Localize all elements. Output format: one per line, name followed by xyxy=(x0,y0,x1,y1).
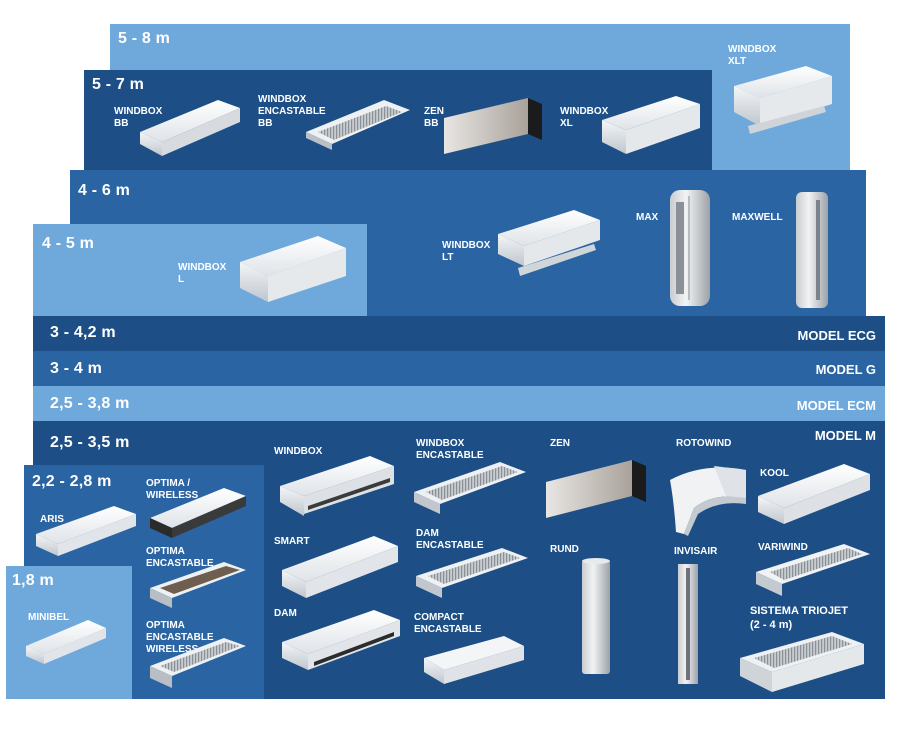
windbox-bb-image xyxy=(140,98,240,158)
band-title-2-2-2-8m: 2,2 - 2,8 m xyxy=(32,473,112,490)
windbox-xl-image xyxy=(602,94,700,156)
rund-image xyxy=(580,556,612,678)
kool-image xyxy=(758,462,870,526)
windbox-image xyxy=(280,454,394,518)
model-m-label: MODEL M xyxy=(814,428,876,443)
band-title-1-8m: 1,8 m xyxy=(12,572,54,589)
windbox-xlt-image xyxy=(728,64,832,136)
label-variwind: VARIWIND xyxy=(758,542,808,553)
windbox-encastable-image xyxy=(414,460,526,518)
model-ecm-label: MODEL ECM xyxy=(796,398,876,413)
zen-image xyxy=(546,458,646,520)
label-max: MAX xyxy=(636,212,659,223)
label-invisair: INVISAIR xyxy=(674,546,718,557)
optima-wireless-image xyxy=(150,486,246,540)
model-ecg-label: MODEL ECG xyxy=(797,328,877,343)
band-title-5-7m: 5 - 7 m xyxy=(92,76,145,93)
label-minibel: MINIBEL xyxy=(28,612,70,623)
band-title-5-8m: 5 - 8 m xyxy=(118,30,171,47)
rotowind-image xyxy=(664,458,748,536)
band-title-2-5-3-5m: 2,5 - 3,5 m xyxy=(50,434,130,451)
label-maxwell: MAXWELL xyxy=(732,212,783,223)
model-g-label: MODEL G xyxy=(815,362,876,377)
label-sistema-triojet: SISTEMA TRIOJET(2 - 4 m) xyxy=(750,605,848,631)
band-title-4-6m: 4 - 6 m xyxy=(78,182,131,199)
windbox-encastable-bb-image xyxy=(306,98,410,154)
dam-encastable-image xyxy=(416,546,528,602)
label-rotowind: ROTOWIND xyxy=(676,438,732,449)
label-zen: ZEN xyxy=(550,438,570,449)
label-windbox: WINDBOX xyxy=(274,446,323,457)
optima-encastable-wireless-image xyxy=(150,636,246,690)
windbox-lt-image xyxy=(498,210,602,278)
label-rund: RUND xyxy=(550,544,579,555)
invisair-image xyxy=(674,562,704,686)
compact-encastable-image xyxy=(424,634,524,688)
smart-image xyxy=(282,534,398,600)
label-smart: SMART xyxy=(274,536,310,547)
band-title-3-4m: 3 - 4 m xyxy=(50,360,103,377)
maxwell-image xyxy=(794,190,832,310)
zen-bb-image xyxy=(444,96,542,156)
minibel-image xyxy=(26,618,106,666)
band-title-3-4-2m: 3 - 4,2 m xyxy=(50,324,116,341)
max-image xyxy=(668,186,714,310)
band-title-4-5m: 4 - 5 m xyxy=(42,235,95,252)
band-title-2-5-3-8m: 2,5 - 3,8 m xyxy=(50,395,130,412)
windbox-l-image xyxy=(240,236,346,304)
sistema-triojet-image xyxy=(740,630,866,694)
band-3-4m xyxy=(33,351,885,386)
band-3-4-2m xyxy=(33,316,885,351)
band-2-5-3-8m xyxy=(33,386,885,421)
label-kool: KOOL xyxy=(760,468,789,479)
dam-image xyxy=(282,608,400,672)
label-optima-wireless: OPTIMA /WIRELESS xyxy=(146,478,199,501)
label-aris: ARIS xyxy=(40,514,64,525)
variwind-image xyxy=(756,542,870,598)
aris-image xyxy=(36,504,136,558)
label-dam: DAM xyxy=(274,608,297,619)
optima-encastable-image xyxy=(150,560,246,610)
